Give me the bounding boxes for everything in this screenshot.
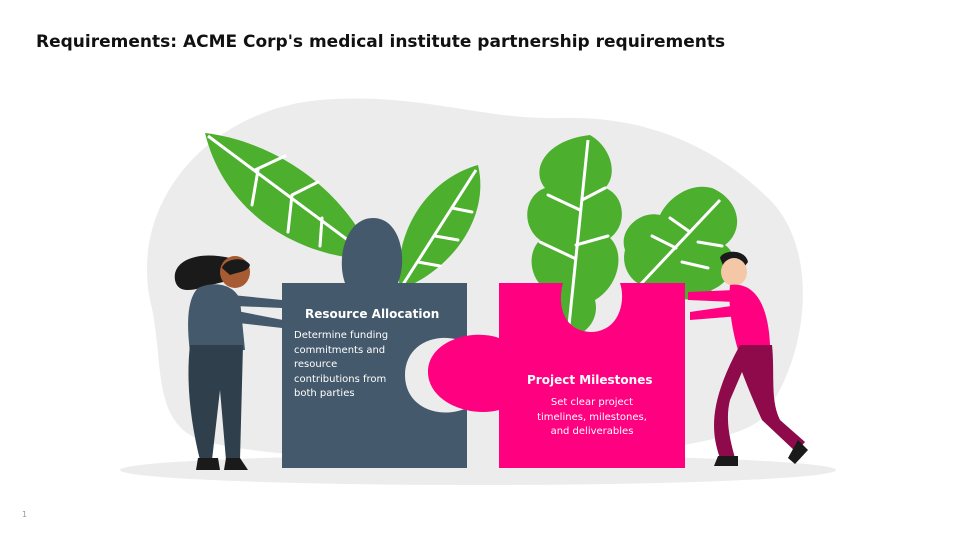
resource-allocation-heading: Resource Allocation [305, 307, 440, 321]
project-milestones-body: Set clear project timelines, milestones,… [537, 397, 647, 437]
page-number: 1 [22, 510, 28, 519]
person-right [688, 251, 808, 466]
slide-title: Requirements: ACME Corp's medical instit… [36, 32, 726, 52]
puzzle-piece-resource-allocation [282, 218, 467, 468]
leaf-small-left [398, 165, 481, 290]
puzzle-piece-project-milestones [428, 283, 685, 468]
leaf-big-left [205, 133, 375, 260]
resource-allocation-body: Determine funding commitments and resour… [294, 330, 389, 399]
person-left [174, 255, 283, 470]
leaf-oak-right [623, 186, 738, 300]
project-milestones-heading: Project Milestones [527, 373, 653, 387]
